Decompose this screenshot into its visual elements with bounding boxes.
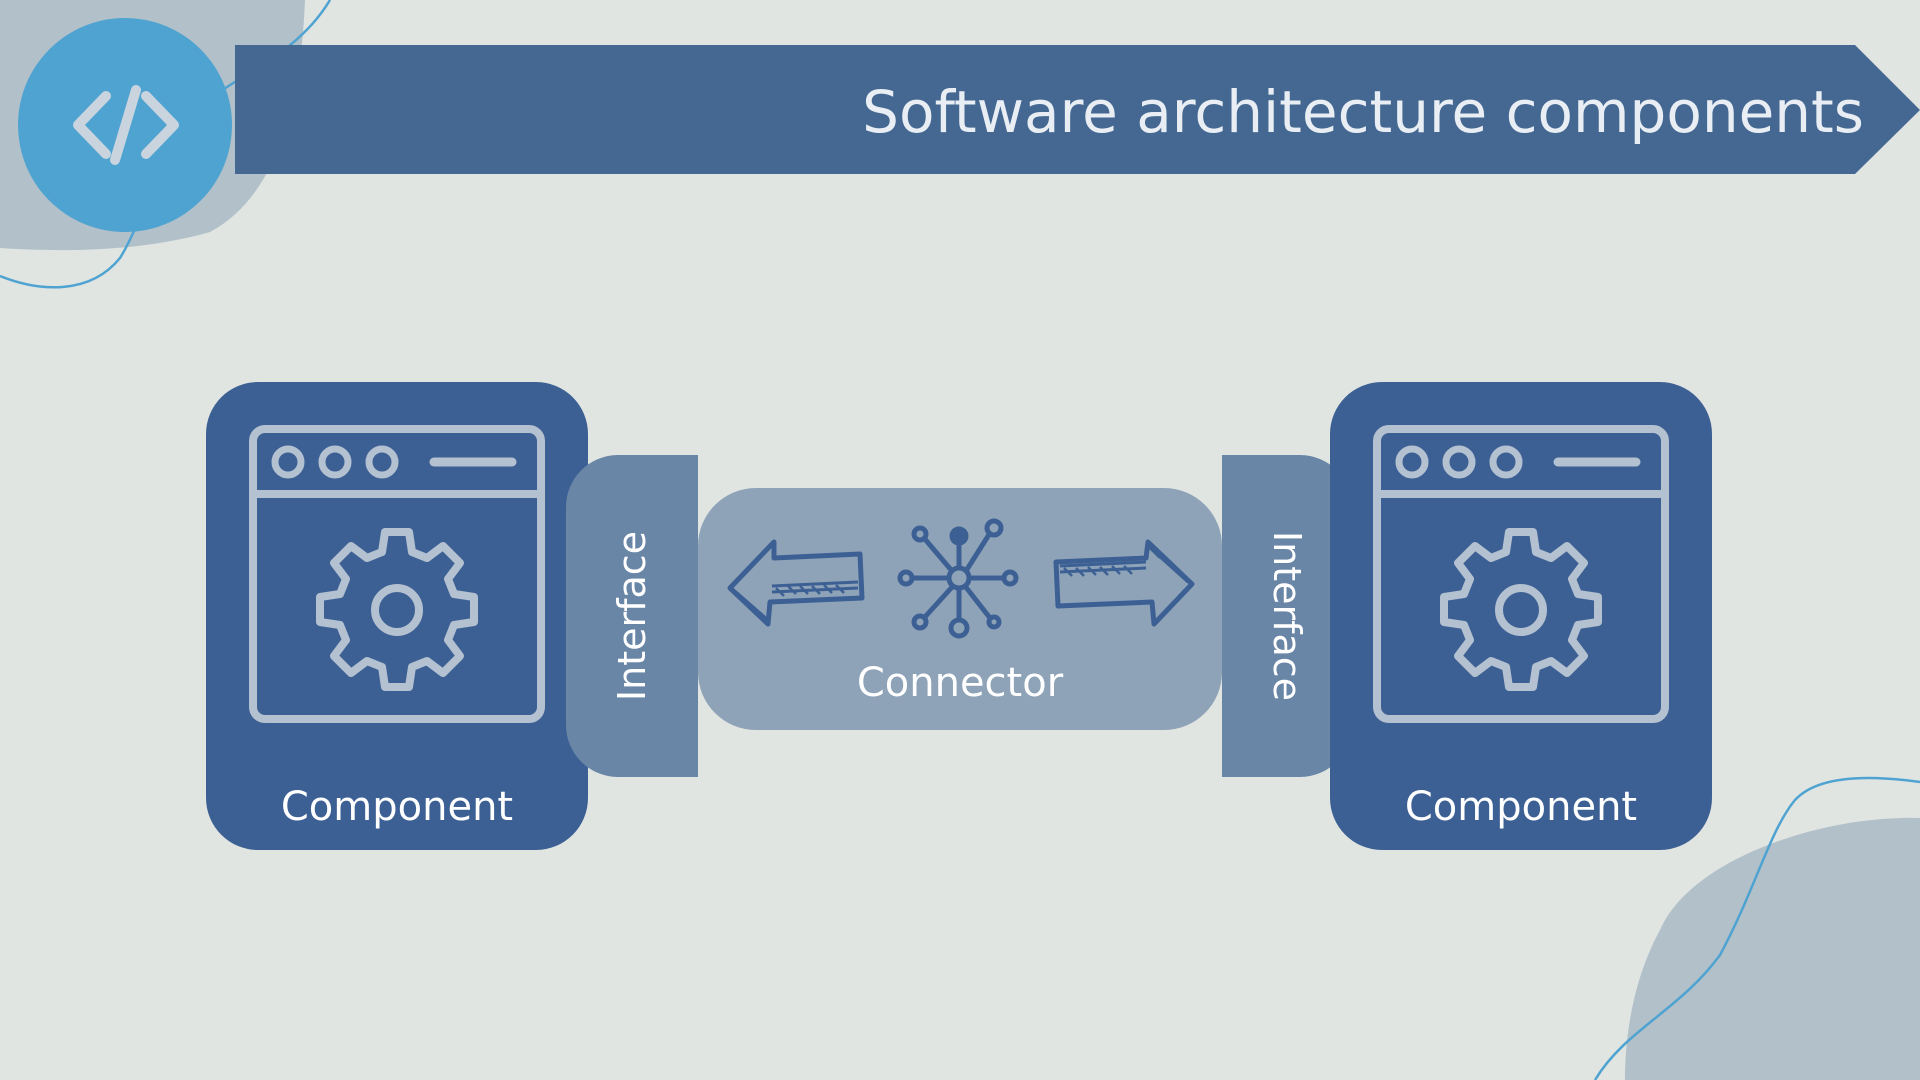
connector-label: Connector <box>856 660 1064 706</box>
left-component: Component <box>206 382 588 850</box>
code-brackets-icon <box>73 85 179 165</box>
network-hub-icon <box>897 518 1019 639</box>
right-component-label: Component <box>1404 784 1638 830</box>
connector: Connector <box>698 488 1222 730</box>
left-arrow-icon <box>727 539 865 627</box>
page-title: Software architecture components <box>862 78 1864 146</box>
code-badge <box>18 18 232 232</box>
window-gear-icon <box>249 425 545 723</box>
bottom-right-blob <box>1625 817 1920 1080</box>
right-interface-label: Interface <box>1265 530 1309 702</box>
window-gear-icon <box>1373 425 1669 723</box>
title-banner <box>235 45 1920 174</box>
left-interface: Interface <box>566 455 698 777</box>
left-interface-label: Interface <box>610 530 654 702</box>
bottom-right-curve-line <box>1593 776 1920 1080</box>
right-component: Component <box>1330 382 1712 850</box>
right-arrow-icon <box>1053 539 1195 627</box>
left-component-label: Component <box>280 784 514 830</box>
